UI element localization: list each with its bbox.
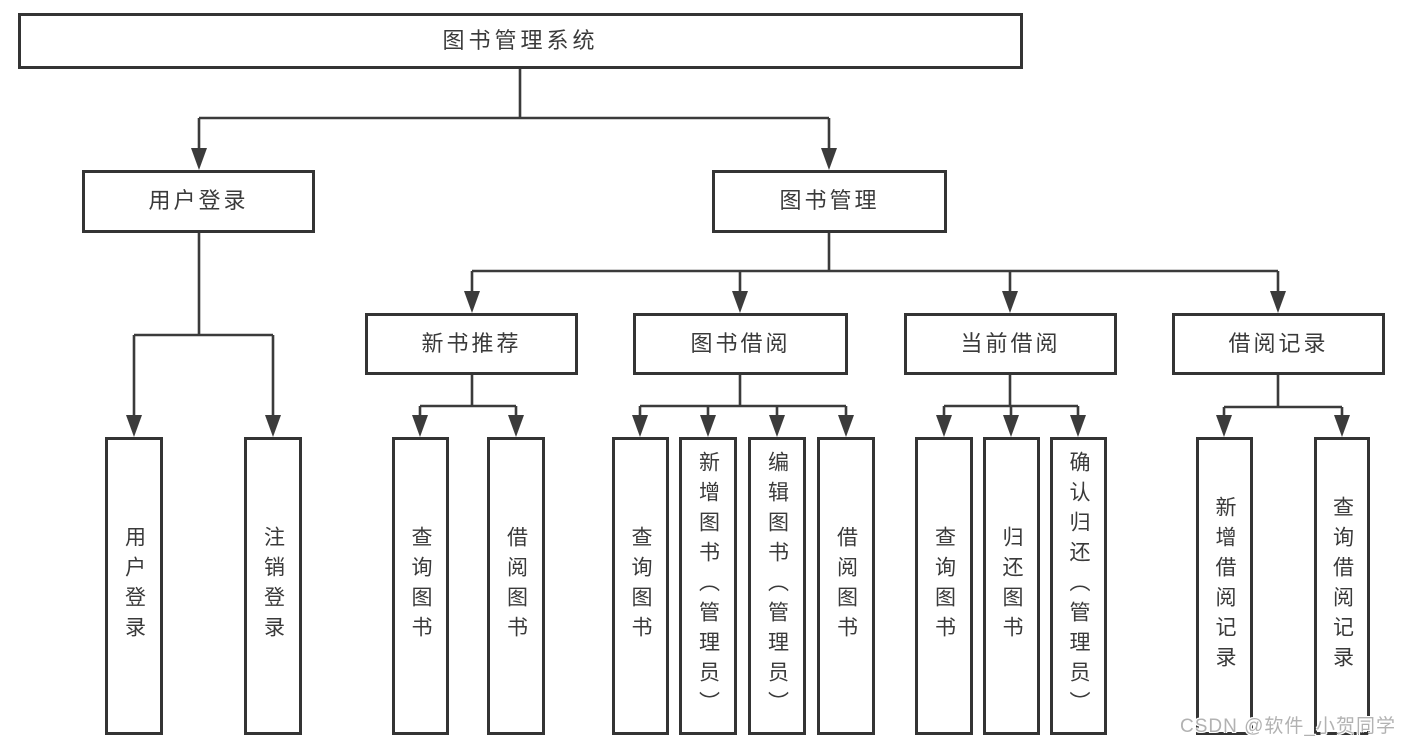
node-label: 图书管理系统	[442, 27, 599, 53]
leaf-logout: 注销登录	[244, 437, 302, 735]
connector-book-management-to-level3	[464, 233, 1286, 313]
node-book-management: 图书管理	[712, 170, 947, 233]
arrowhead-icon	[1070, 415, 1086, 437]
arrowhead-icon	[632, 415, 648, 437]
node-label: 新增图书（管理员）	[696, 451, 720, 721]
leaf-borrow-books-recommend: 借阅图书	[487, 437, 545, 735]
node-label: 查询图书	[409, 526, 432, 646]
node-label: 查询图书	[629, 526, 652, 646]
node-library-management-system: 图书管理系统	[18, 13, 1023, 69]
arrowhead-icon	[769, 415, 785, 437]
leaf-user-login: 用户登录	[105, 437, 163, 735]
connector-user-login-to-leaves	[126, 233, 281, 437]
leaf-add-book-admin: 新增图书（管理员）	[679, 437, 737, 735]
leaf-return-book: 归还图书	[983, 437, 1040, 735]
arrowhead-icon	[732, 291, 748, 313]
arrowhead-icon	[838, 415, 854, 437]
leaf-edit-book-admin: 编辑图书（管理员）	[748, 437, 806, 735]
node-label: 图书借阅	[690, 330, 791, 356]
leaf-confirm-return-admin: 确认归还（管理员）	[1050, 437, 1107, 735]
arrowhead-icon	[464, 291, 480, 313]
leaf-query-books-current: 查询图书	[915, 437, 973, 735]
node-user-login: 用户登录	[82, 170, 315, 233]
leaf-add-borrow-record: 新增借阅记录	[1196, 437, 1253, 735]
node-new-book-recommend: 新书推荐	[365, 313, 578, 375]
node-label: 确认归还（管理员）	[1067, 451, 1090, 721]
leaf-borrow-books: 借阅图书	[817, 437, 875, 735]
node-label: 注销登录	[261, 526, 285, 646]
connector-new-book-recommend-to-leaves	[412, 375, 524, 437]
csdn-watermark: CSDN @软件_小贺同学	[1180, 716, 1396, 737]
node-label: 新增借阅记录	[1213, 496, 1236, 676]
arrowhead-icon	[265, 415, 281, 437]
arrowhead-icon	[1216, 415, 1232, 437]
arrowhead-icon	[508, 415, 524, 437]
node-label: 查询图书	[932, 526, 956, 646]
node-label: 查询借阅记录	[1330, 496, 1354, 676]
arrowhead-icon	[1270, 291, 1286, 313]
arrowhead-icon	[821, 148, 837, 170]
node-current-borrow: 当前借阅	[904, 313, 1117, 375]
arrowhead-icon	[700, 415, 716, 437]
leaf-query-books-borrow: 查询图书	[612, 437, 669, 735]
arrowhead-icon	[1002, 291, 1018, 313]
connector-root-to-level2	[191, 69, 837, 170]
arrowhead-icon	[1334, 415, 1350, 437]
arrowhead-icon	[1003, 415, 1019, 437]
node-label: 用户登录	[122, 526, 146, 646]
node-label: 借阅图书	[504, 526, 528, 646]
node-label: 编辑图书（管理员）	[765, 451, 789, 721]
connector-borrow-records-to-leaves	[1216, 375, 1350, 437]
arrowhead-icon	[126, 415, 142, 437]
node-label: 归还图书	[1000, 526, 1023, 646]
connector-current-borrow-to-leaves	[936, 375, 1086, 437]
arrowhead-icon	[191, 148, 207, 170]
leaf-query-books-recommend: 查询图书	[392, 437, 449, 735]
node-label: 当前借阅	[960, 330, 1061, 356]
node-book-borrow: 图书借阅	[633, 313, 848, 375]
node-label: 用户登录	[148, 188, 249, 214]
arrowhead-icon	[412, 415, 428, 437]
node-label: 图书管理	[779, 188, 880, 214]
node-label: 新书推荐	[421, 330, 522, 356]
node-borrow-records: 借阅记录	[1172, 313, 1385, 375]
node-label: 借阅记录	[1228, 330, 1329, 356]
leaf-query-borrow-record: 查询借阅记录	[1314, 437, 1370, 735]
arrowhead-icon	[936, 415, 952, 437]
node-label: 借阅图书	[834, 526, 858, 646]
connector-book-borrow-to-leaves	[632, 375, 854, 437]
